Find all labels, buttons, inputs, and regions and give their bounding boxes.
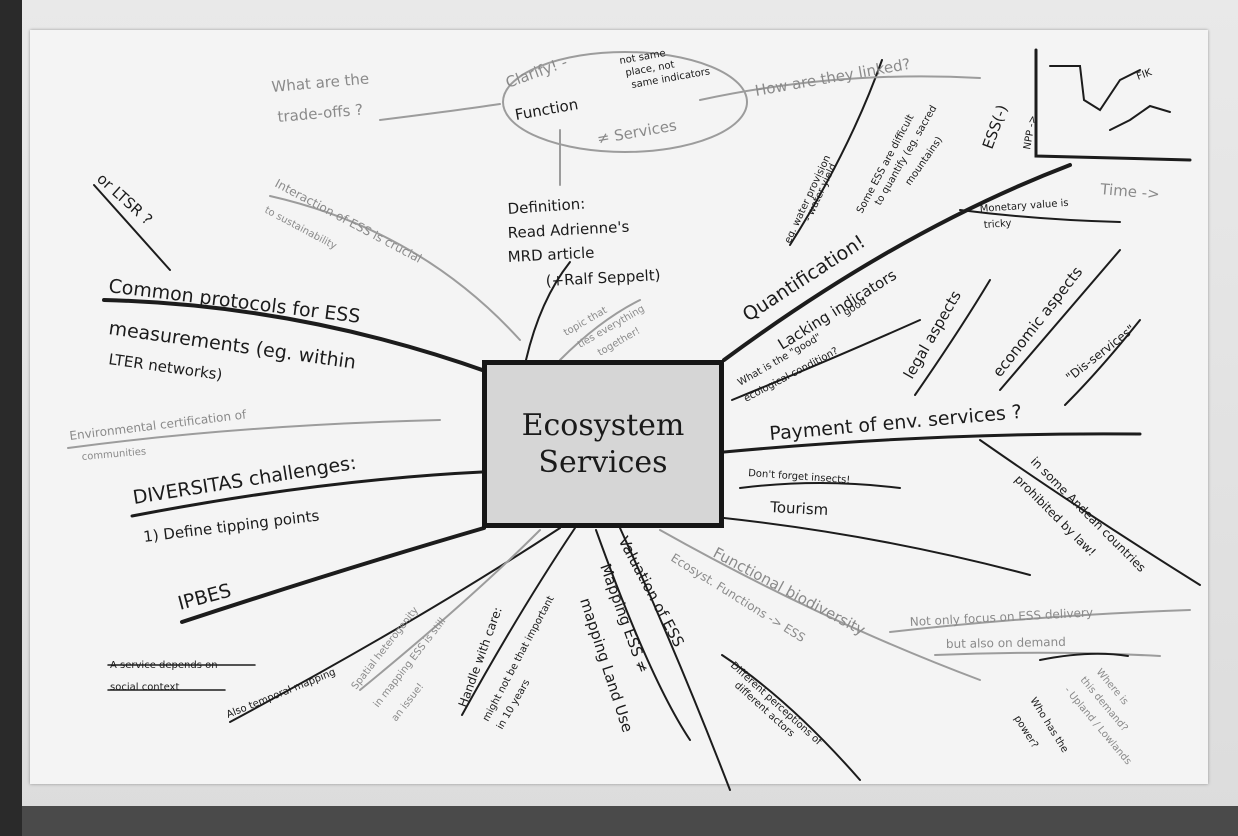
- note-not-only-1: Not only focus on ESS delivery: [909, 605, 1093, 629]
- note-diversitas: DIVERSITAS challenges:: [131, 452, 357, 509]
- note-definition-4: (+Ralf Seppelt): [545, 266, 661, 290]
- note-tradeoffs-2: trade-offs ?: [277, 101, 364, 126]
- note-clarify: Clarify! -: [503, 53, 570, 92]
- note-ess-arrow: ESS(-): [979, 102, 1012, 151]
- note-tourism: Tourism: [769, 498, 829, 519]
- note-who-power-2: power?: [1011, 714, 1040, 751]
- note-tipping-points: 1) Define tipping points: [142, 507, 320, 546]
- floor: [22, 806, 1238, 836]
- note-social-context-1: A service depends on: [110, 660, 218, 671]
- note-dis-services: "Dis-services": [1063, 322, 1137, 384]
- note-time: Time ->: [1099, 180, 1161, 203]
- note-temporal-mapping: Also temporal mapping: [225, 667, 337, 721]
- note-function: Function: [514, 95, 580, 124]
- note-definition-1: Definition:: [507, 195, 586, 218]
- note-fik: FIK: [1135, 67, 1154, 83]
- note-economic: economic aspects: [989, 263, 1086, 380]
- note-common-protocols-1: Common protocols for ESS: [107, 275, 361, 328]
- note-perceptions-1: Different perceptions of: [728, 660, 824, 748]
- note-social-context-2: social context: [110, 682, 179, 693]
- wall-edge: [0, 0, 22, 836]
- note-services: ≠ Services: [596, 116, 679, 148]
- note-env-cert-2: communities: [81, 446, 146, 463]
- note-tradeoffs-1: What are the: [271, 70, 370, 96]
- note-monetary-1: Monetary value is: [979, 198, 1069, 215]
- note-common-protocols-3: LTER networks): [107, 350, 223, 384]
- branch-lines: [67, 48, 1201, 791]
- note-definition-3: MRD article: [507, 243, 595, 266]
- note-not-only-2: but also on demand: [946, 635, 1066, 651]
- central-topic: Ecosystem Services: [521, 407, 685, 481]
- central-topic-box: Ecosystem Services: [482, 360, 724, 528]
- note-monetary-2: tricky: [983, 218, 1011, 231]
- note-definition-2: Read Adrienne's: [507, 218, 630, 242]
